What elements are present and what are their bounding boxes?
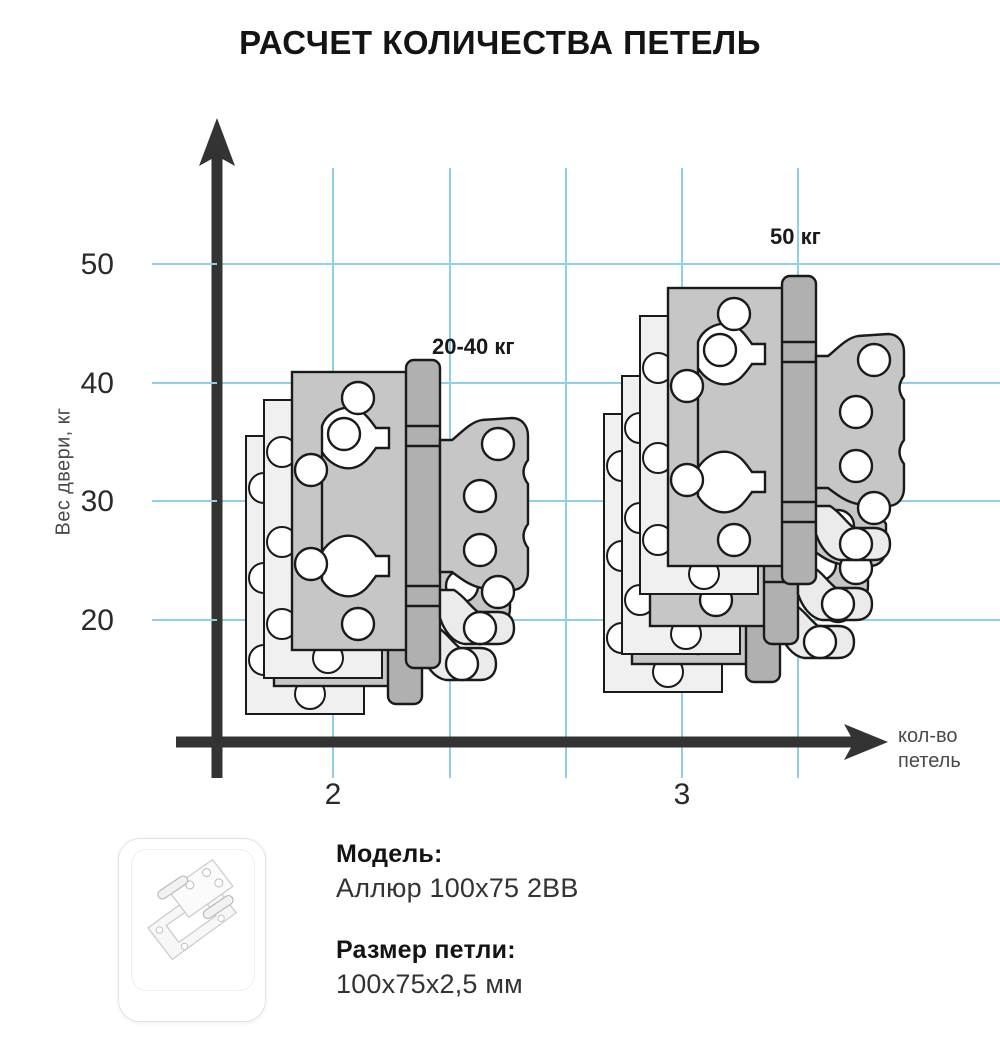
size-spec: Размер петли: 100x75x2,5 мм bbox=[336, 936, 523, 1000]
y-tick-30: 30 bbox=[80, 485, 114, 518]
hinge-photo-icon bbox=[147, 858, 237, 961]
product-thumbnail-card bbox=[118, 838, 266, 1022]
model-label: Модель: bbox=[336, 840, 443, 868]
x-tick-2: 2 bbox=[324, 778, 342, 811]
hinge-group-3 bbox=[602, 274, 906, 694]
hinge-group-2 bbox=[244, 358, 530, 716]
y-axis-title: Вес двери, кг bbox=[52, 407, 75, 536]
size-value: 100x75x2,5 мм bbox=[336, 969, 523, 999]
model-value: Аллюр 100x75 2BB bbox=[336, 873, 579, 903]
y-tick-50: 50 bbox=[80, 248, 114, 281]
chart-axes bbox=[152, 118, 888, 778]
product-info-section: Модель: Аллюр 100x75 2BB Размер петли: 1… bbox=[0, 824, 1000, 1060]
chart-area: 50 40 30 20 2 3 Вес двери, кг кол-во пет… bbox=[52, 118, 1000, 811]
page-title: РАСЧЕТ КОЛИЧЕСТВА ПЕТЕЛЬ bbox=[239, 24, 761, 61]
size-label: Размер петли: bbox=[336, 936, 516, 964]
annotation-group-3: 50 кг bbox=[770, 224, 821, 249]
hinge-weight-chart bbox=[152, 118, 1000, 778]
annotation-group-2: 20-40 кг bbox=[432, 334, 515, 359]
x-tick-3: 3 bbox=[673, 778, 691, 811]
y-tick-20: 20 bbox=[80, 604, 114, 637]
x-axis-title: кол-во петель bbox=[898, 724, 1000, 774]
x-axis-title-line2: петель bbox=[898, 750, 961, 772]
x-axis-title-line1: кол-во bbox=[898, 725, 958, 747]
product-thumbnail-frame bbox=[131, 849, 255, 991]
model-spec: Модель: Аллюр 100x75 2BB bbox=[336, 840, 579, 904]
y-tick-40: 40 bbox=[80, 367, 114, 400]
